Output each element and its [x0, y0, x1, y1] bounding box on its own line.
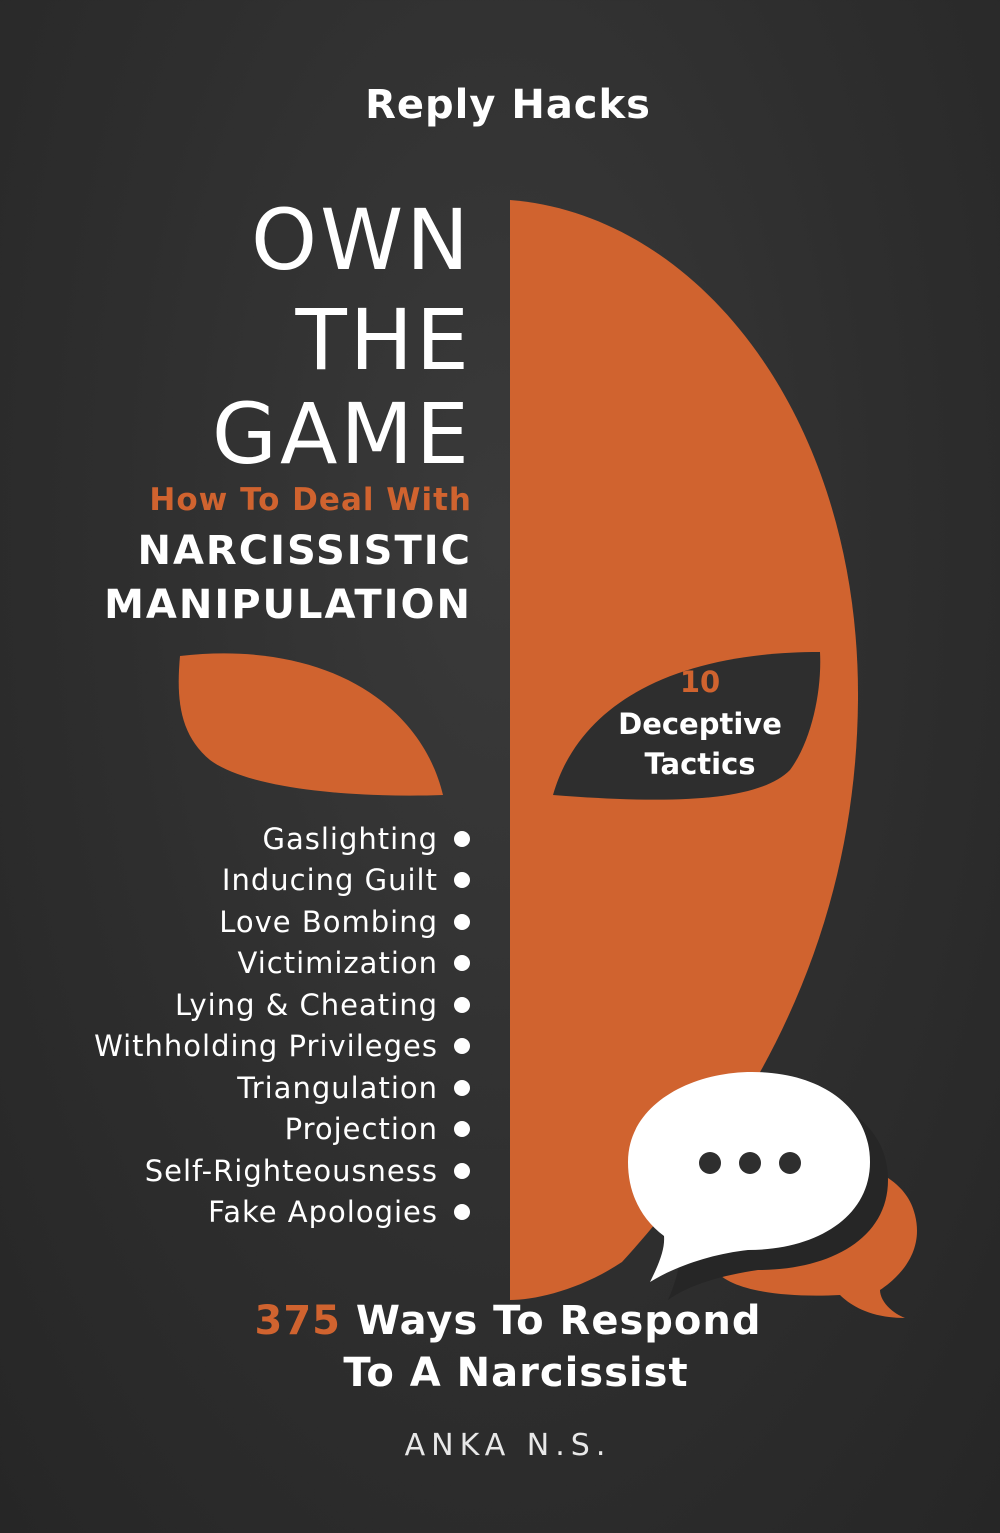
list-item-label: Lying & Cheating	[174, 987, 438, 1022]
tactics-label-1: Deceptive	[618, 707, 782, 741]
bullet-icon	[454, 913, 470, 930]
ellipsis-dot-2	[739, 1152, 761, 1174]
bullet-icon	[454, 1162, 470, 1179]
list-item: Lying & Cheating	[94, 984, 470, 1026]
tagline-number: 375	[254, 1298, 341, 1344]
author-name: ANKA N.S.	[404, 1428, 612, 1463]
tagline-line-2: To A Narcissist	[343, 1350, 689, 1396]
subtitle-orange: How To Deal With	[149, 482, 472, 518]
title-line-2: THE	[295, 291, 472, 389]
tagline-line-1-text: Ways To Respond	[340, 1298, 762, 1344]
bullet-icon	[454, 872, 470, 889]
list-item: Victimization	[94, 943, 470, 985]
list-item: Self-Righteousness	[94, 1150, 470, 1192]
mask-right-eye	[553, 652, 821, 800]
list-item-label: Gaslighting	[262, 821, 438, 856]
mask-left-eye	[178, 653, 443, 796]
bullet-icon	[454, 1079, 470, 1096]
list-item-label: Withholding Privileges	[94, 1029, 438, 1064]
list-item-label: Self-Righteousness	[144, 1153, 438, 1188]
subtitle-line-2: MANIPULATION	[104, 582, 472, 628]
list-item: Gaslighting	[94, 818, 470, 860]
bullet-icon	[454, 955, 470, 972]
list-item-label: Victimization	[237, 946, 438, 981]
list-item: Withholding Privileges	[94, 1026, 470, 1068]
list-item-label: Triangulation	[237, 1070, 438, 1105]
subtitle-line-1: NARCISSISTIC	[137, 528, 472, 574]
ellipsis-dot-1	[699, 1152, 721, 1174]
bullet-icon	[454, 1204, 470, 1221]
list-item-label: Projection	[284, 1112, 438, 1147]
list-item-label: Inducing Guilt	[221, 863, 438, 898]
bullet-icon	[454, 996, 470, 1013]
tactics-count: 10	[679, 665, 721, 699]
list-item-label: Love Bombing	[219, 904, 438, 939]
bullet-icon	[454, 1038, 470, 1055]
title-line-3: GAME	[211, 385, 472, 483]
list-item-label: Fake Apologies	[208, 1195, 438, 1230]
tagline-line-1: 375 Ways To Respond	[8, 1298, 1000, 1344]
tactics-label-2: Tactics	[644, 747, 756, 781]
speech-bubble-ellipsis-icon	[628, 1072, 870, 1282]
ellipsis-dot-3	[779, 1152, 801, 1174]
title-line-1: OWN	[250, 191, 472, 289]
list-item: Inducing Guilt	[94, 860, 470, 902]
list-item: Fake Apologies	[94, 1192, 470, 1234]
bullet-icon	[454, 830, 470, 847]
list-item: Triangulation	[94, 1067, 470, 1109]
tactic-list: Gaslighting Inducing Guilt Love Bombing …	[94, 818, 470, 1233]
list-item: Love Bombing	[94, 901, 470, 943]
series-title: Reply Hacks	[365, 82, 651, 128]
bullet-icon	[454, 1121, 470, 1138]
list-item: Projection	[94, 1109, 470, 1151]
